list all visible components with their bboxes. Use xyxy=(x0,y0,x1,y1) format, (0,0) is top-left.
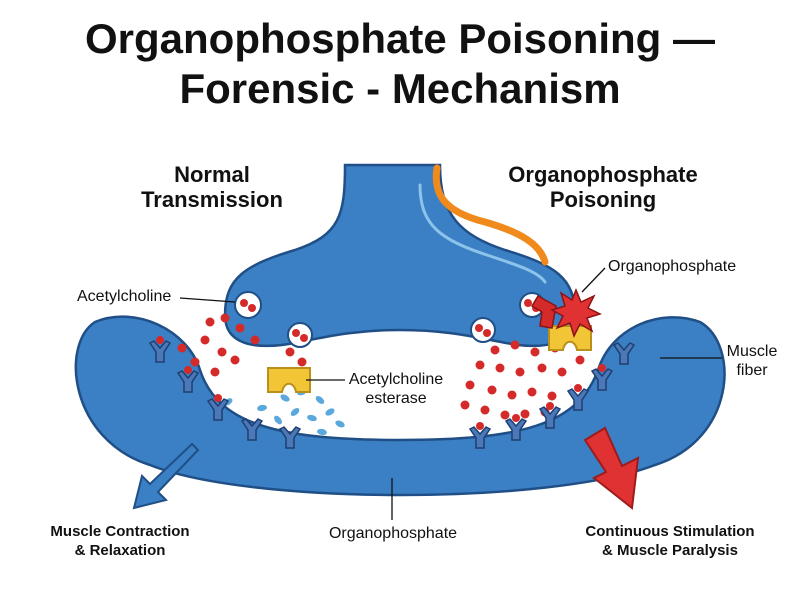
acetylcholine-label: Acetylcholine xyxy=(77,288,172,305)
organophosphate-bottom-label: Organophosphate xyxy=(328,525,458,542)
acetylcholinesterase-label-line-2: esterase xyxy=(365,390,427,407)
leader-lines xyxy=(179,267,722,520)
organophosphate-inhibitor-piece xyxy=(530,294,557,329)
terminal-highlight xyxy=(418,183,547,284)
normal-heading-line-2: Transmission xyxy=(141,187,283,212)
normal-heading-line-1: Normal xyxy=(174,162,250,187)
page-title: Organophosphate Poisoning — Forensic - M… xyxy=(0,14,800,114)
muscle-fiber-label-line-1: Muscle xyxy=(726,343,778,360)
right-outcome-caption: Continuous Stimulation & Muscle Paralysi… xyxy=(560,522,780,560)
right-outcome-line-2: & Muscle Paralysis xyxy=(602,542,738,559)
title-line-2: Forensic - Mechanism xyxy=(179,65,621,112)
poisoning-heading-line-2: Poisoning xyxy=(549,187,657,212)
muscle-fiber-label: Muscle fiber xyxy=(724,342,780,380)
nerve-terminal-shape xyxy=(223,163,577,348)
acetylcholine-fragments xyxy=(223,388,345,436)
left-outcome-line-2: & Relaxation xyxy=(74,542,166,559)
left-outcome-line-1: Muscle Contraction xyxy=(50,523,190,540)
organophosphate-top-label: Organophosphate xyxy=(608,258,737,275)
acetylcholinesterase-enzyme xyxy=(267,367,311,393)
poisoning-heading-line-1: Organophosphate xyxy=(508,162,698,187)
normal-transmission-heading: Normal Transmission xyxy=(122,162,302,212)
muscle-fiber-label-line-2: fiber xyxy=(736,362,768,379)
organophosphate-poisoning-heading: Organophosphate Poisoning xyxy=(488,162,718,212)
organophosphate-tube xyxy=(432,164,549,266)
inhibited-acetylcholinesterase xyxy=(548,325,592,351)
left-outcome-caption: Muscle Contraction & Relaxation xyxy=(30,522,210,560)
acetylcholinesterase-label: Acetylcholine esterase xyxy=(346,370,446,408)
muscle-fiber-shape xyxy=(74,315,726,497)
organophosphate-starburst xyxy=(550,288,603,339)
title-line-1: Organophosphate Poisoning — xyxy=(85,15,715,62)
bound-acetylcholine xyxy=(156,336,606,430)
right-outcome-arrow xyxy=(583,426,640,510)
acetylcholine-receptors xyxy=(148,340,636,449)
left-outcome-arrow xyxy=(132,442,200,510)
acetylcholine-molecules-left xyxy=(177,299,308,377)
acetylcholinesterase-label-line-1: Acetylcholine xyxy=(348,371,444,388)
right-outcome-line-1: Continuous Stimulation xyxy=(585,523,755,540)
